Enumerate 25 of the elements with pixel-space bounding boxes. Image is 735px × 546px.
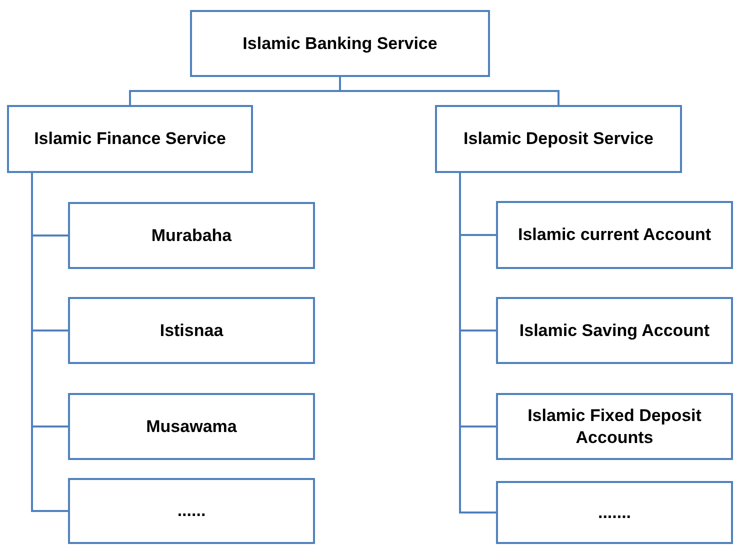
org-box bbox=[496, 297, 733, 364]
box-label: Islamic Deposit Service bbox=[464, 128, 654, 150]
org-box bbox=[68, 297, 315, 364]
box-label: ...... bbox=[177, 500, 206, 522]
connector-line bbox=[459, 173, 496, 514]
org-box bbox=[190, 10, 490, 77]
box-label: Islamic current Account bbox=[518, 224, 712, 246]
box-label: Islamic Fixed Deposit Accounts bbox=[526, 404, 702, 448]
org-box bbox=[7, 105, 253, 173]
org-box bbox=[496, 201, 733, 269]
box-label: Islamic Banking Service bbox=[242, 32, 438, 54]
box-label: ....... bbox=[598, 502, 632, 524]
org-box bbox=[496, 481, 733, 544]
box-label: Islamic Saving Account bbox=[519, 320, 710, 342]
org-box bbox=[496, 393, 733, 460]
org-box bbox=[68, 202, 315, 269]
org-box bbox=[68, 393, 315, 460]
box-label: Islamic Finance Service bbox=[34, 128, 226, 150]
connector-line bbox=[31, 173, 68, 512]
box-label: Musawama bbox=[146, 416, 237, 438]
org-box bbox=[435, 105, 682, 173]
connector-line bbox=[339, 77, 560, 105]
org-box bbox=[68, 478, 315, 544]
box-label: Istisnaa bbox=[160, 320, 224, 342]
box-label: Murabaha bbox=[151, 224, 232, 246]
